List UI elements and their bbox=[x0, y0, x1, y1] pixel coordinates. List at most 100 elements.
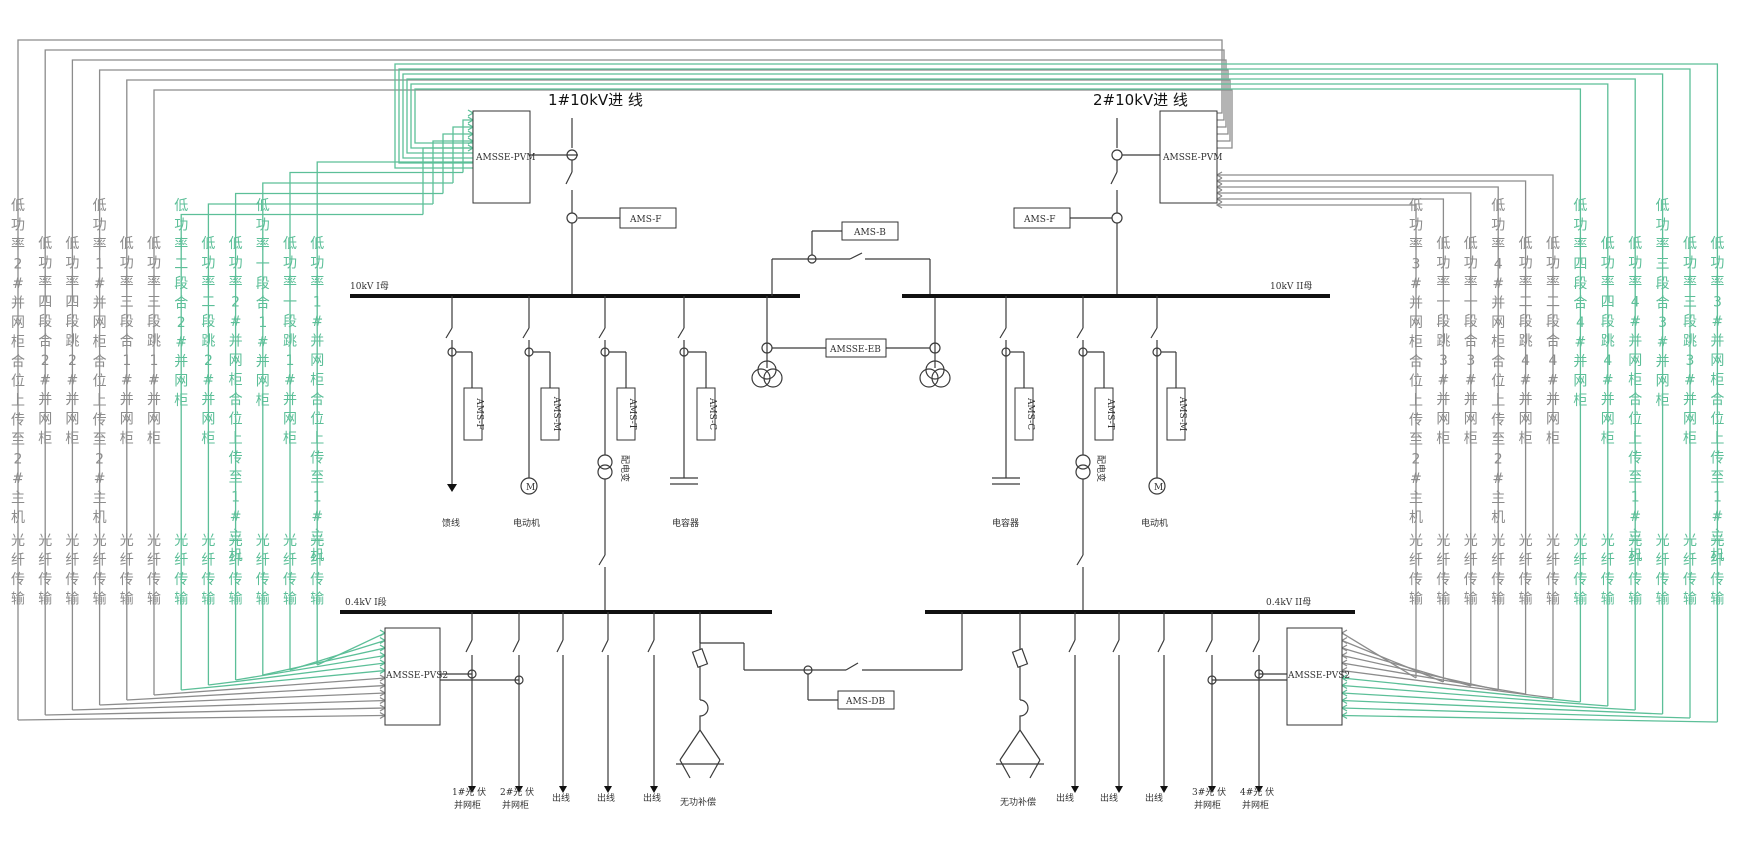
ams-m-branch-right bbox=[1166, 387, 1186, 441]
reactive-comp-left bbox=[676, 612, 724, 779]
ams-eb-device-label: AMSSE-EB bbox=[829, 345, 881, 355]
ams-t-branch-left-label: AMS-T bbox=[627, 398, 637, 430]
bus-04kv-2-label: 0.4kV II母 bbox=[1266, 597, 1311, 608]
left-label-bottom-8: 光纤传输 bbox=[229, 533, 243, 608]
ams-c-branch-left bbox=[696, 387, 716, 441]
lv-feeder-out-2 bbox=[601, 612, 612, 793]
fiber-left-pvs-6 bbox=[181, 669, 386, 691]
wire-arrow bbox=[379, 636, 387, 645]
right-label-bottom-3: 光纤传输 bbox=[1491, 533, 1505, 608]
right-label-bottom-0: 光纤传输 bbox=[1409, 533, 1423, 608]
bus-04kv-1-label: 0.4kV I段 bbox=[345, 596, 387, 608]
branch-transformer-right bbox=[1075, 296, 1105, 612]
ams-t-branch-left bbox=[616, 387, 636, 441]
transformer-label-right: 配电变 bbox=[1095, 455, 1107, 482]
fiber-right-pvs-6 bbox=[1341, 677, 1581, 703]
left-label-bottom-9: 光纤传输 bbox=[256, 533, 270, 608]
out-label-4: 出线 bbox=[1056, 792, 1074, 804]
wire-arrow bbox=[379, 629, 387, 637]
lv-feeders bbox=[440, 612, 1287, 793]
incoming-line-1-label: 1#10kV进 线 bbox=[548, 91, 643, 109]
pv2-cabinet-label: 并网柜 bbox=[502, 799, 529, 811]
lv-feeder-out-1 bbox=[556, 612, 567, 793]
fiber-left-pvs-7 bbox=[208, 662, 386, 686]
ams-m-branch-left-label: AMS-M bbox=[551, 396, 561, 431]
branch-transformer-left bbox=[597, 296, 627, 612]
right-label-bottom-4: 光纤传输 bbox=[1519, 533, 1533, 608]
left-label-bottom-6: 光纤传输 bbox=[174, 533, 188, 608]
pv2-label: 2#光 伏 bbox=[500, 786, 534, 798]
reactive-comp-right-label: 无功补偿 bbox=[1000, 796, 1036, 808]
left-label-bottom-1: 光纤传输 bbox=[38, 533, 52, 608]
fiber-right-pvs-10 bbox=[1341, 707, 1691, 719]
pvs2-device-left-label: AMSSE-PVS2 bbox=[385, 671, 448, 681]
ams-f-device-left bbox=[619, 207, 677, 229]
branch-motor-right bbox=[1148, 296, 1177, 495]
pv1-label: 1#光 伏 bbox=[452, 786, 486, 798]
out-label-1: 出线 bbox=[552, 792, 570, 804]
fiber-left-pvm-9 bbox=[452, 126, 473, 183]
pvs2-device-right bbox=[1286, 627, 1343, 726]
fiber-left-0 bbox=[17, 39, 1223, 720]
ams-t-branch-right bbox=[1094, 387, 1114, 441]
lv-feeder-pv1 bbox=[440, 612, 477, 793]
feeder-label: 馈线 bbox=[442, 517, 460, 529]
fiber-right-pvs-8 bbox=[1341, 692, 1636, 711]
fiber-left-pvs-1 bbox=[45, 707, 386, 716]
fiber-left-pvm-10 bbox=[462, 119, 473, 173]
fiber-left-pvs-5 bbox=[153, 677, 386, 696]
fiber-left-9 bbox=[262, 182, 453, 675]
fiber-right-pvs-5 bbox=[1341, 669, 1554, 699]
fiber-left-pvs-3 bbox=[99, 692, 386, 706]
incoming-line-1 bbox=[530, 118, 620, 296]
fiber-left-10 bbox=[289, 171, 463, 670]
fiber-right-pvs-1 bbox=[1341, 639, 1444, 683]
right-label-bottom-9: 光纤传输 bbox=[1656, 533, 1670, 608]
fiber-right-7 bbox=[410, 83, 1609, 706]
right-label-bottom-2: 光纤传输 bbox=[1464, 533, 1478, 608]
lv-feeder-out-3 bbox=[647, 612, 658, 793]
right-label-bottom-5: 光纤传输 bbox=[1546, 533, 1560, 608]
pvs2-device-left bbox=[384, 627, 441, 726]
fiber-left-2 bbox=[71, 59, 1227, 710]
pv4-cabinet-label: 并网柜 bbox=[1242, 799, 1269, 811]
lv-feeder-pv4 bbox=[1252, 612, 1287, 793]
capacitor-label-right: 电容器 bbox=[992, 517, 1019, 529]
bus-tie-10kv bbox=[771, 230, 931, 296]
right-label-bottom-7: 光纤传输 bbox=[1601, 533, 1615, 608]
fiber-right-pvs-11 bbox=[1341, 714, 1718, 723]
ams-c-branch-left-label: AMS-C bbox=[707, 397, 717, 430]
ams-db-device bbox=[837, 690, 895, 710]
reactive-comp-right bbox=[996, 612, 1044, 779]
lv-feeder-out-5 bbox=[1112, 612, 1123, 793]
branch-capacitor-right bbox=[992, 296, 1025, 485]
ams-eb-device bbox=[825, 338, 887, 358]
lv-feeder-out-6 bbox=[1157, 612, 1168, 793]
ams-c-branch-right bbox=[1014, 387, 1034, 441]
ams-m-branch-left bbox=[540, 387, 560, 441]
right-label-bottom-6: 光纤传输 bbox=[1573, 533, 1587, 608]
right-label-bottom-1: 光纤传输 bbox=[1436, 533, 1450, 608]
fiber-left-pvs-8 bbox=[235, 654, 386, 681]
fiber-right-2 bbox=[1217, 192, 1472, 686]
lv-feeder-out-4 bbox=[1068, 612, 1079, 793]
out-label-2: 出线 bbox=[597, 792, 615, 804]
wire-arrow bbox=[467, 109, 475, 117]
wire-arrow bbox=[1340, 636, 1348, 645]
wire-arrow bbox=[1340, 644, 1348, 652]
fiber-right-11 bbox=[394, 63, 1719, 722]
ams-f-device-right-label: AMS-F bbox=[1023, 215, 1056, 225]
incoming-line-2-label: 2#10kV进 线 bbox=[1093, 91, 1188, 109]
pvs2-device-right-label: AMSSE-PVS2 bbox=[1287, 671, 1350, 681]
pvm-device-left-label: AMSSE-PVM bbox=[475, 153, 535, 163]
